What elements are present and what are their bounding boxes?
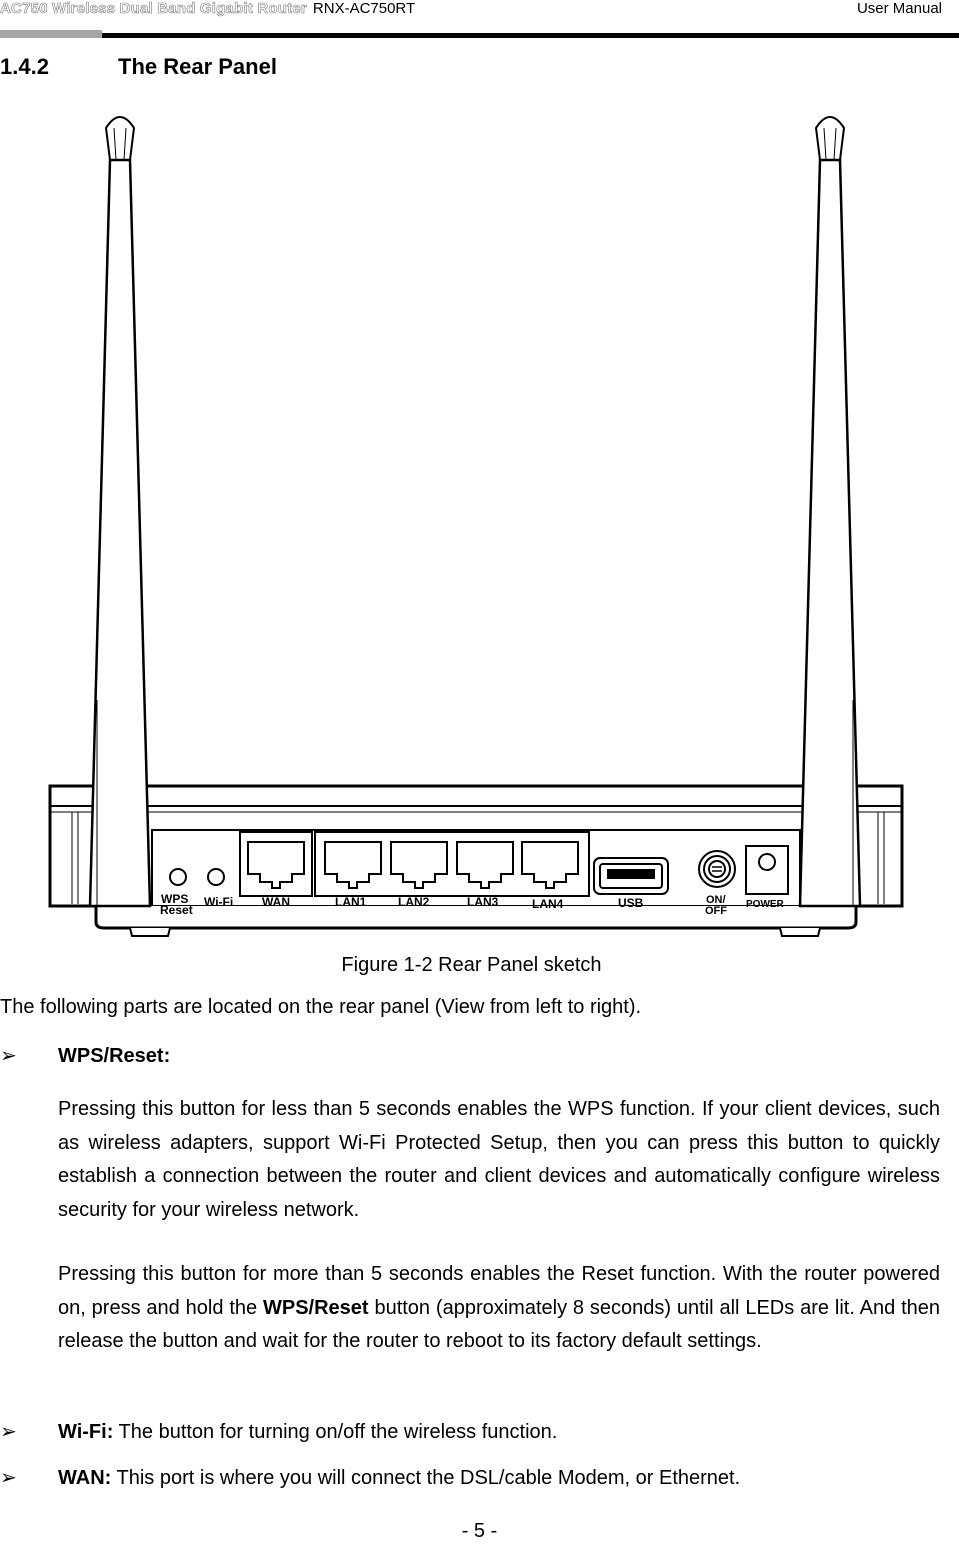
label-lan2: LAN2	[398, 895, 430, 909]
section-title: The Rear Panel	[118, 54, 277, 79]
label-lan4: LAN4	[532, 897, 564, 911]
term-wps-reset: WPS/Reset:	[58, 1045, 171, 1067]
header-rule-grey	[0, 30, 102, 38]
page-header: AC750 Wireless Dual Band Gigabit Router R…	[0, 0, 959, 40]
label-lan1: LAN1	[335, 895, 367, 909]
term-wifi: Wi-Fi:	[58, 1421, 114, 1443]
wps-para-2: Pressing this button for more than 5 sec…	[58, 1258, 940, 1359]
label-power: POWER	[746, 899, 785, 910]
label-off: OFF	[705, 905, 727, 917]
label-reset: Reset	[160, 903, 193, 917]
bullet-arrow-icon: ➢	[0, 1467, 17, 1489]
doc-type: User Manual	[856, 0, 942, 17]
intro-text: The following parts are located on the r…	[0, 996, 642, 1018]
bullet-arrow-icon: ➢	[0, 1045, 17, 1067]
label-wan: WAN	[262, 895, 290, 909]
wps-para-2-a: Pressing this button for more than 5 sec…	[58, 1263, 940, 1319]
section-number: 1.4.2	[0, 54, 49, 79]
header-left: AC750 Wireless Dual Band Gigabit Router R…	[0, 0, 415, 18]
figure-caption: Figure 1-2 Rear Panel sketch	[341, 954, 602, 976]
wps-para-2-bold: WPS/Reset	[263, 1296, 369, 1319]
bullet-arrow-icon: ➢	[0, 1421, 17, 1443]
wps-para-2-b: button (approximately 8 seconds) until a…	[58, 1296, 940, 1353]
desc-wan: This port is where you will connect the …	[111, 1467, 741, 1489]
label-on: ON/	[706, 894, 726, 906]
label-lan3: LAN3	[467, 895, 499, 909]
product-name: AC750 Wireless Dual Band Gigabit Router	[0, 0, 307, 17]
page-number: - 5 -	[461, 1520, 498, 1542]
section-heading: 1.4.2 The Rear Panel	[0, 54, 277, 80]
label-wps: WPS	[161, 892, 188, 906]
term-wan: WAN:	[58, 1467, 112, 1489]
wps-para-1: Pressing this button for less than 5 sec…	[58, 1098, 940, 1221]
label-usb: USB	[618, 896, 644, 910]
rear-panel-figure: WPS Reset Wi-Fi WAN LAN1 LAN2 LAN3 LAN4 …	[48, 116, 904, 937]
desc-wifi: The button for turning on/off the wirele…	[113, 1421, 558, 1443]
model-name: RNX-AC750RT	[312, 0, 416, 17]
header-rule-black	[102, 33, 959, 38]
label-wifi: Wi-Fi	[204, 895, 233, 909]
